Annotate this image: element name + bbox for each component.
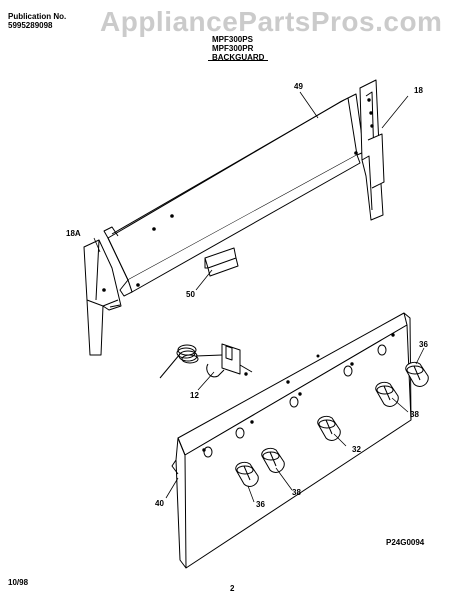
bracket-50 [204, 247, 239, 277]
callout-18: 18 [414, 86, 423, 95]
callout-38-bottom: 38 [292, 488, 301, 497]
knob-38-bottom [261, 447, 285, 473]
callout-36-bottom: 36 [256, 500, 265, 509]
model-number-1: MPF300PS [212, 35, 253, 44]
callout-32: 32 [352, 445, 361, 454]
section-title: BACKGUARD [212, 53, 265, 62]
knob-38-right [375, 381, 399, 407]
callout-40: 40 [155, 499, 164, 508]
title-underline [208, 60, 268, 61]
knob-36-top [405, 361, 429, 387]
end-cap-right [359, 79, 385, 221]
control-panel-40 [171, 312, 412, 569]
model-number-2: MPF300PR [212, 44, 254, 53]
callout-36-top: 36 [419, 340, 428, 349]
watermark: AppliancePartsPros.com [100, 6, 443, 37]
callout-50: 50 [186, 290, 195, 299]
backguard-top-panel [103, 93, 365, 297]
thermostat-12 [159, 343, 253, 379]
publication-number: 5995289098 [8, 21, 53, 30]
callout-12: 12 [190, 391, 199, 400]
publication-label: Publication No. [8, 12, 67, 21]
leader-lines [93, 91, 425, 503]
callout-18a: 18A [66, 229, 81, 238]
callout-49: 49 [294, 82, 303, 91]
diagram-code: P24G0094 [386, 538, 425, 547]
end-cap-left [83, 239, 122, 356]
callout-38-right: 38 [410, 410, 419, 419]
page-number: 2 [230, 584, 235, 593]
footer-date: 10/98 [8, 578, 29, 587]
